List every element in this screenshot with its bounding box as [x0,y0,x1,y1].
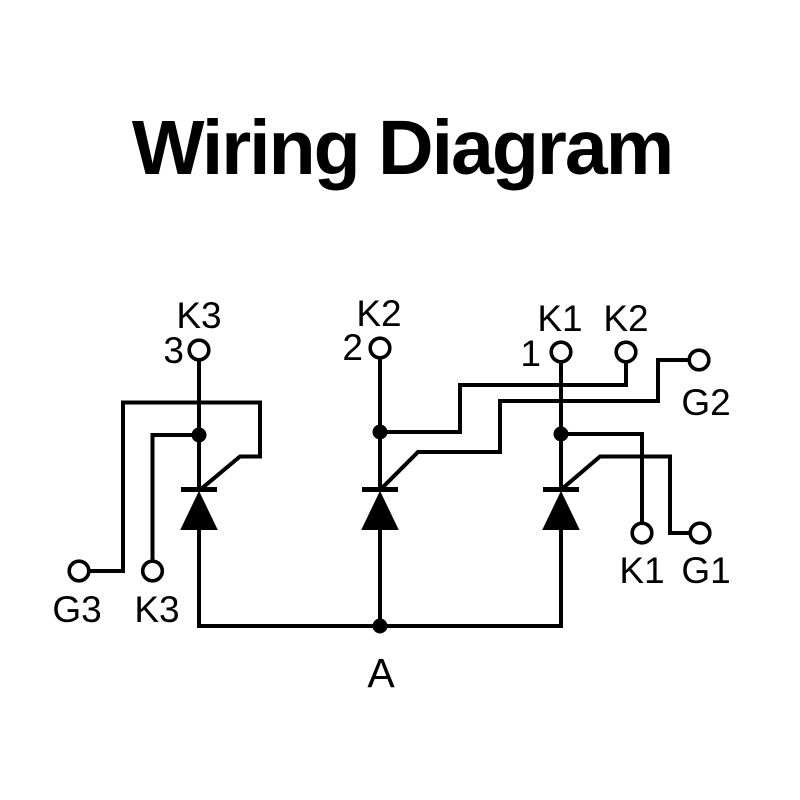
anode-bus-group [197,618,563,634]
junction-dot-thyristor-1 [553,426,569,442]
label-pin-2: 2 [342,327,363,368]
thyristor-2 [361,355,691,628]
wire-g2-gate [379,358,691,491]
junction-dot-anode [372,618,388,634]
thyristor-2-anode-triangle [361,490,399,530]
wire-g1-gate [560,454,692,535]
wire-k1-bottom-branch [559,432,644,525]
wire-g3-gate [87,400,262,573]
label-g2: G2 [681,382,730,423]
label-g3: G3 [52,589,101,630]
terminal-k3-top [187,338,211,362]
label-pin-1: 1 [520,333,541,374]
label-pin-3: 3 [163,330,184,371]
terminal-k2-right [614,340,638,364]
thyristor-1 [542,359,692,628]
label-anode: A [367,650,395,696]
thyristor-1-anode-triangle [542,490,580,530]
label-k2-right: K2 [603,298,648,339]
junction-dot-thyristor-2 [372,424,388,440]
label-k2-top: K2 [356,293,401,334]
junction-dot-thyristor-3 [191,427,207,443]
wire-k3-bottom-branch [150,433,201,564]
label-g1: G1 [681,550,730,591]
wire-k2-right-branch [378,360,628,434]
label-k3-bottom: K3 [134,589,179,630]
terminal-g3 [67,559,91,583]
terminal-k1-top [549,340,573,364]
label-k1-bottom: K1 [619,550,664,591]
terminal-k3-bottom [140,559,165,583]
terminal-g1 [688,521,712,545]
terminal-k2-top [368,336,392,360]
label-k3-top: K3 [176,295,221,336]
thyristor-3 [87,357,262,628]
label-k1-top: K1 [537,298,582,339]
thyristor-3-anode-triangle [180,490,218,530]
page-title: Wiring Diagram [132,105,672,191]
terminal-k1-bottom [630,521,654,545]
terminal-g2 [687,348,711,372]
